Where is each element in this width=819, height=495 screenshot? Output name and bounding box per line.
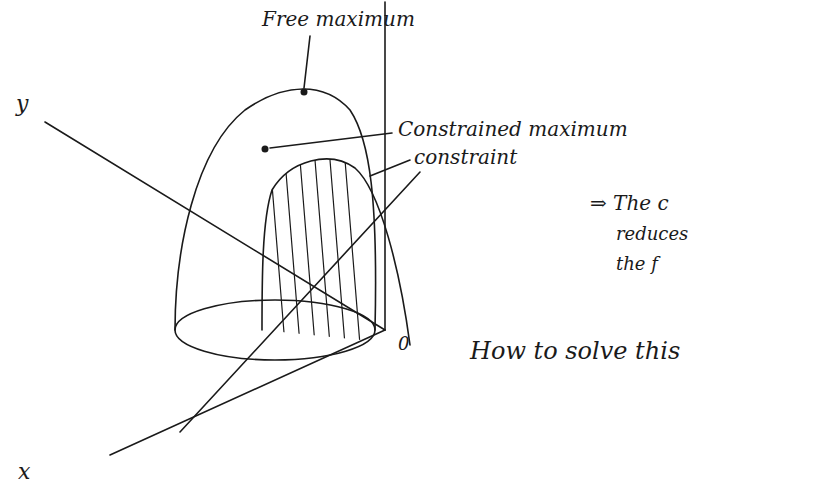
leader-line [370, 160, 410, 176]
leader-line [304, 36, 310, 88]
leader-line [270, 133, 392, 148]
constrained-maximum-dot [262, 146, 269, 153]
note-text: ⇒ The c [590, 192, 669, 214]
y-axis [45, 122, 385, 330]
annotation: Constrained maximum [398, 118, 628, 140]
vertical-axis [384, 2, 386, 330]
axis-label: y [16, 92, 28, 116]
annotation: Free maximum [262, 8, 415, 30]
free-maximum-dot [301, 89, 308, 96]
x-axis [110, 330, 385, 455]
hatching [270, 160, 360, 345]
note-text: reduces [616, 224, 688, 244]
axis-label: 0 [398, 334, 409, 354]
constraint-line [180, 172, 420, 432]
note-text: the f [616, 254, 658, 274]
paraboloid [175, 89, 376, 330]
note-text: How to solve this [470, 338, 680, 364]
annotation: constraint [414, 146, 517, 168]
axis-label: x [18, 460, 30, 484]
constraint-surface [262, 159, 410, 345]
